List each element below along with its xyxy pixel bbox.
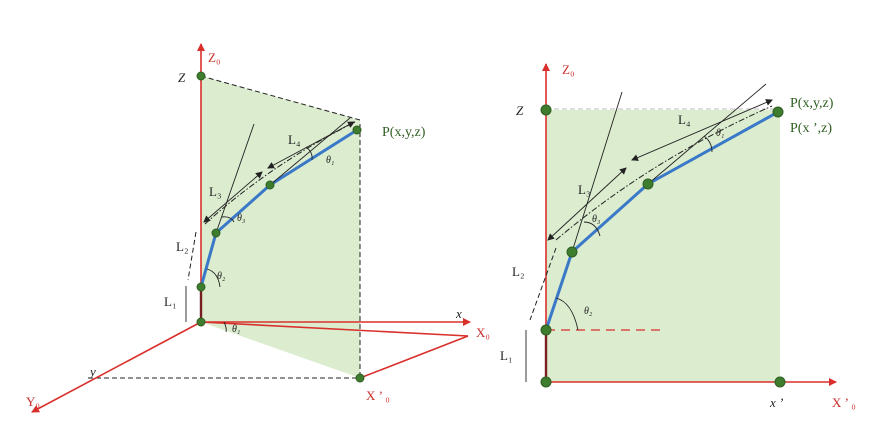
- right-end-effector: [772, 106, 784, 118]
- left-point-x-prime: [355, 373, 365, 383]
- left-theta2-label: θ₂: [217, 271, 226, 282]
- left-joint-base: [196, 317, 206, 327]
- left-theta4-arc: [305, 146, 313, 161]
- right-panel: Z₀ Z X ’ ₀ x ’ P(x,y,z) P(x ’,z) L₁ L₂ L…: [500, 62, 856, 410]
- left-point-z: [196, 71, 206, 81]
- right-theta4-label: θ₁: [716, 128, 724, 139]
- right-theta2-label: θ₂: [584, 306, 593, 317]
- right-L4-dim: [631, 99, 773, 161]
- right-L4-label: L₄: [678, 112, 691, 127]
- left-x-prime-axis: [200, 321, 469, 337]
- left-L3-label: L₃: [209, 184, 221, 199]
- left-theta4-label: θ₁: [326, 155, 334, 166]
- right-working-plane: [546, 110, 780, 382]
- left-theta3-label: θ₃: [237, 213, 246, 224]
- left-y-axis: [31, 321, 202, 413]
- left-L2-dim: [187, 231, 197, 281]
- right-theta2-arc: [555, 297, 579, 331]
- right-L1-label: L₁: [500, 348, 512, 363]
- right-point-z: [540, 104, 552, 116]
- right-z-axis-label: Z₀: [562, 62, 574, 77]
- right-joint-2: [540, 324, 552, 336]
- right-z-label: Z: [516, 103, 524, 118]
- right-theta3-label: θ₃: [592, 214, 601, 225]
- left-L4-label: L₄: [288, 132, 301, 147]
- left-L3-dim: [203, 171, 263, 223]
- right-joint-3: [566, 246, 578, 258]
- right-point-label-1: P(x,y,z): [790, 96, 834, 111]
- right-x-label: x ’: [769, 395, 783, 410]
- left-end-effector: [352, 125, 362, 135]
- left-x-label: x: [455, 306, 462, 321]
- left-theta2-arc: [206, 268, 221, 288]
- right-point-label-2: P(x ’,z): [790, 121, 832, 136]
- left-x-axis-label: X₀: [476, 325, 490, 340]
- left-plane-edge-top: [200, 75, 361, 121]
- left-theta1-arc: [223, 321, 227, 333]
- right-point-x-prime: [774, 376, 786, 388]
- right-L3-label: L₃: [578, 182, 590, 197]
- left-theta1-label: θ₁: [232, 324, 240, 335]
- left-reach-arc: [204, 121, 356, 225]
- right-L2-dim: [529, 247, 557, 321]
- left-point-label: P(x,y,z): [382, 125, 426, 140]
- left-L1-label: L₁: [164, 294, 176, 309]
- right-joint-base: [540, 376, 552, 388]
- left-joint-3: [211, 228, 221, 238]
- right-L3-dim: [547, 167, 627, 241]
- left-joint-2: [196, 282, 206, 292]
- left-joint-4: [265, 180, 275, 190]
- left-x-prime-axis-label: X ’ ₀: [366, 388, 390, 403]
- right-theta3-arc: [583, 221, 601, 237]
- left-panel: Z₀ Z X₀ x Y₀ y X ’ ₀ P(x,y,z) L₁ L₂ L₃ L…: [26, 43, 490, 413]
- left-y-axis-label: Y₀: [26, 394, 40, 409]
- left-y-label: y: [88, 364, 96, 379]
- left-L2-label: L₂: [176, 239, 188, 254]
- left-z-label: Z: [178, 70, 186, 85]
- left-L4-dim: [267, 121, 355, 169]
- right-L2-label: L₂: [512, 264, 524, 279]
- right-x-axis-label: X ’ ₀: [832, 395, 856, 410]
- left-theta3-arc: [221, 216, 235, 223]
- right-theta4-arc: [703, 135, 713, 153]
- left-x-prime-projection: [359, 335, 469, 379]
- right-joint-4: [642, 178, 654, 190]
- left-z-axis-label: Z₀: [208, 50, 220, 65]
